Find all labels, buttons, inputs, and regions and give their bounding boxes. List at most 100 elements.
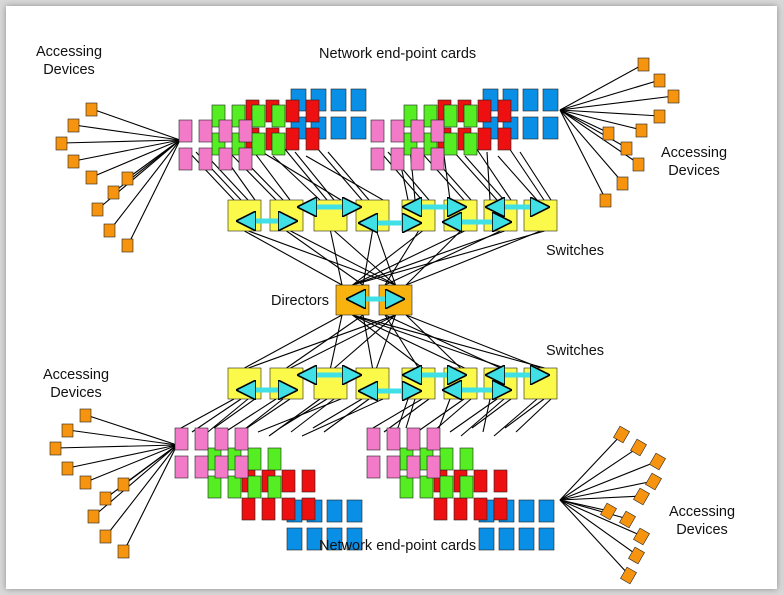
connection-line [286,314,364,369]
network-card-red [493,469,508,493]
connection-line [559,499,629,520]
connection-line [246,398,291,429]
connection-line [202,398,249,437]
accessing-devices-line2: Devices [43,62,95,78]
switch [355,367,390,400]
connection-line [85,414,178,446]
connection-line [482,398,491,433]
diagram-slide: Accessing Devices Network end-point card… [6,6,777,589]
network-card-green [267,447,282,471]
network-card-pink [234,427,249,451]
network-card-green [443,104,458,128]
connection-line [559,109,661,117]
network-card-green [271,132,286,156]
network-card-pink [198,147,213,171]
connection-line [244,314,343,369]
connection-line [559,109,643,131]
connection-line [384,230,419,286]
network-card-pink [234,455,249,479]
connection-line [559,109,628,149]
link-arrows [238,207,548,391]
connection-line [73,139,181,162]
network-card-pink [178,119,193,143]
connection-line [559,480,655,501]
accessing-devices-label-top-left: Accessing Devices [29,43,109,79]
network-card-green [443,132,458,156]
connection-line [493,398,538,437]
accessing-device [645,472,662,491]
connection-line [73,124,181,141]
connection-line [405,314,461,369]
network-card-red [477,127,492,151]
accessing-device [79,475,92,490]
switches-label-bottom: Switches [546,343,605,359]
network-card-pink [370,119,385,143]
network-card-red [281,469,296,493]
connection-line [352,230,545,286]
connection-line [327,151,370,201]
accessing-device [635,123,648,138]
accessing-device [107,185,120,200]
network-card-pink [426,427,441,451]
connection-line [283,147,328,201]
accessing-device [599,193,612,208]
connection-line [206,155,249,201]
network-card-red [281,497,296,521]
accessing-devices-label-bottom-left: Accessing Devices [36,366,116,402]
connection-line [91,139,181,178]
connection-line [464,155,505,201]
connection-line [453,151,498,201]
accessing-device [99,529,112,544]
connection-line [384,314,419,369]
connection-line [416,398,465,433]
network-card-green [439,447,454,471]
network-card-blue [326,527,343,551]
switch [227,367,262,400]
network-cards-label-top: Network end-point cards [319,46,477,62]
connection-line [67,429,178,446]
network-card-pink [430,147,445,171]
connection-line [508,147,545,201]
connection-line [559,95,675,111]
network-card-blue [346,499,363,523]
network-card-green [463,104,478,128]
accessing-device [99,491,112,506]
accessing-device [616,176,629,191]
network-card-pink [410,147,425,171]
network-card-green [419,475,434,499]
network-card-red [305,99,320,123]
accessing-device [55,136,68,151]
connection-line [375,230,397,286]
connection-line [250,147,291,201]
connection-line [286,230,364,286]
connection-line [55,444,178,449]
connection-line [559,499,638,556]
network-card-blue [542,116,559,140]
switch [269,367,304,400]
network-card-pink [390,119,405,143]
connection-line [460,398,505,437]
accessing-device [117,544,130,559]
connection-line [248,230,396,286]
network-card-green [251,132,266,156]
connection-line [180,398,235,429]
connection-line [559,109,607,201]
network-card-red [477,99,492,123]
connection-line [352,314,505,369]
network-card-blue [286,527,303,551]
connection-line [213,398,256,429]
network-card-red [433,497,448,521]
accessing-devices-line2: Devices [668,163,720,179]
accessing-device [49,441,62,456]
network-card-blue [542,88,559,112]
connection-line [279,398,328,429]
accessing-device [633,487,650,506]
connection-line [224,398,277,433]
connection-line [375,314,397,369]
accessing-device [61,423,74,438]
connection-line [191,398,242,433]
accessing-devices-line1: Accessing [660,145,728,161]
connection-line [67,444,178,469]
connection-line [559,79,661,111]
connection-line [519,151,552,201]
